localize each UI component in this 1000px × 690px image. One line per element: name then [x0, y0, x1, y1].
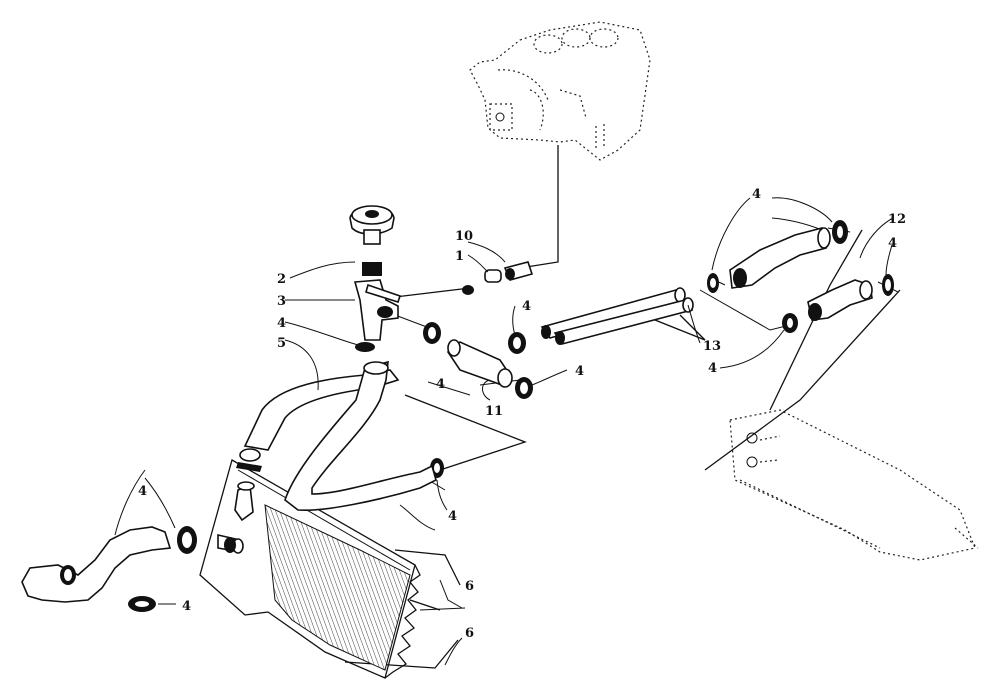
callout-4: 4: [448, 509, 457, 524]
hose-11: [729, 227, 831, 289]
filler-neck: [353, 279, 402, 341]
radiator-cap: [349, 205, 395, 276]
callout-leaders: [114, 197, 894, 666]
callout-4: 4: [436, 377, 445, 392]
callout-4: 4: [888, 236, 897, 251]
callout-8: 12: [888, 212, 906, 227]
callout-9: 13: [703, 339, 721, 354]
callout-3: 3: [277, 294, 286, 309]
hose-8-right: [807, 279, 873, 321]
callout-6: 6: [465, 626, 474, 641]
callout-4: 4: [522, 299, 531, 314]
callout-5: 5: [277, 336, 286, 351]
callout-2: 2: [277, 272, 286, 287]
tubes-9: [540, 287, 694, 345]
callout-labels: 2 3 4 5 10 1 4 4 4 11 4 4 12 4 13 4 4 4 …: [138, 187, 906, 641]
callout-4: 4: [182, 599, 191, 614]
hose-8-middle: [446, 339, 513, 388]
callout-6: 6: [465, 579, 474, 594]
callout-4: 4: [708, 361, 717, 376]
hose-clamps: [128, 220, 894, 612]
callout-8: 11: [485, 404, 503, 419]
fittings-1-7: [484, 261, 534, 283]
leader-lines: [344, 145, 901, 669]
callout-1: 1: [455, 249, 464, 264]
hose-10: [284, 360, 437, 512]
callout-4: 4: [752, 187, 761, 202]
callout-4: 4: [277, 316, 286, 331]
callout-7: 10: [455, 229, 473, 244]
engine-block-phantom: [469, 21, 651, 161]
chassis-frame-phantom: [729, 409, 979, 561]
callout-4: 4: [575, 364, 584, 379]
callout-4: 4: [138, 484, 147, 499]
clamp-icon: [355, 342, 375, 352]
hose-12: [21, 526, 172, 603]
